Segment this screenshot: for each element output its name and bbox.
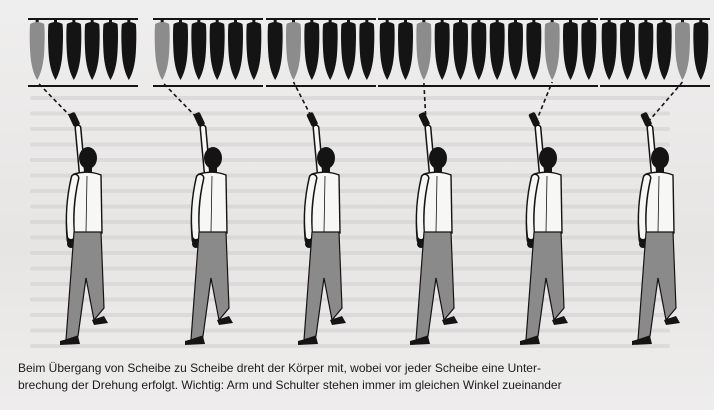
disc [173, 22, 188, 80]
bleed-line [30, 143, 670, 147]
disc [581, 22, 596, 80]
bleed-line [30, 344, 670, 348]
illustration-sequence [0, 0, 714, 360]
target-disc [30, 22, 45, 80]
caption-line-2: brechung der Drehung erfolgt. Wichtig: A… [18, 377, 708, 394]
disc [563, 22, 578, 80]
disc [48, 22, 63, 80]
panel-3 [266, 19, 376, 345]
disc [693, 22, 708, 80]
bleed-line [30, 313, 670, 317]
bleed-line [30, 158, 670, 162]
head [79, 147, 97, 169]
disc [602, 22, 617, 80]
bleed-line [30, 189, 670, 193]
disc [246, 22, 261, 80]
disc [435, 22, 450, 80]
disc [380, 22, 395, 80]
disc [85, 22, 100, 80]
disc [620, 22, 635, 80]
target-disc [286, 22, 301, 80]
disc [526, 22, 541, 80]
disc [453, 22, 468, 80]
bleed-line [30, 236, 670, 240]
caption-line-1: Beim Übergang von Scheibe zu Scheibe dre… [18, 360, 708, 377]
head [317, 147, 335, 169]
disc [304, 22, 319, 80]
disc [341, 22, 356, 80]
bleed-line [30, 220, 670, 224]
bleed-line [30, 96, 670, 100]
disc [191, 22, 206, 80]
disc [121, 22, 136, 80]
bleed-line [30, 205, 670, 209]
disc [657, 22, 672, 80]
sight-line [536, 82, 552, 122]
panel-1 [28, 19, 138, 345]
sight-line [648, 82, 683, 122]
bleed-line [30, 298, 670, 302]
disc [359, 22, 374, 80]
target-disc [416, 22, 431, 80]
disc [398, 22, 413, 80]
disc [508, 22, 523, 80]
target-disc [675, 22, 690, 80]
disc [228, 22, 243, 80]
bleed-line [30, 282, 670, 286]
disc [66, 22, 81, 80]
caption: Beim Übergang von Scheibe zu Scheibe dre… [18, 360, 708, 394]
bleed-line [30, 251, 670, 255]
head [204, 147, 222, 169]
panel-5 [488, 19, 598, 345]
target-disc [545, 22, 560, 80]
bleed-line [30, 112, 670, 116]
disc [490, 22, 505, 80]
head [539, 147, 557, 169]
bleed-line [30, 267, 670, 271]
target-disc [155, 22, 170, 80]
bleed-through-text [30, 96, 670, 348]
disc [323, 22, 338, 80]
disc [210, 22, 225, 80]
panel-2 [153, 19, 263, 345]
disc [638, 22, 653, 80]
bleed-line [30, 329, 670, 333]
bleed-line [30, 174, 670, 178]
disc [268, 22, 283, 80]
bleed-line [30, 127, 670, 131]
panel-6 [600, 19, 710, 345]
disc [471, 22, 486, 80]
head [651, 147, 669, 169]
panel-4 [378, 19, 488, 345]
head [429, 147, 447, 169]
disc [103, 22, 118, 80]
